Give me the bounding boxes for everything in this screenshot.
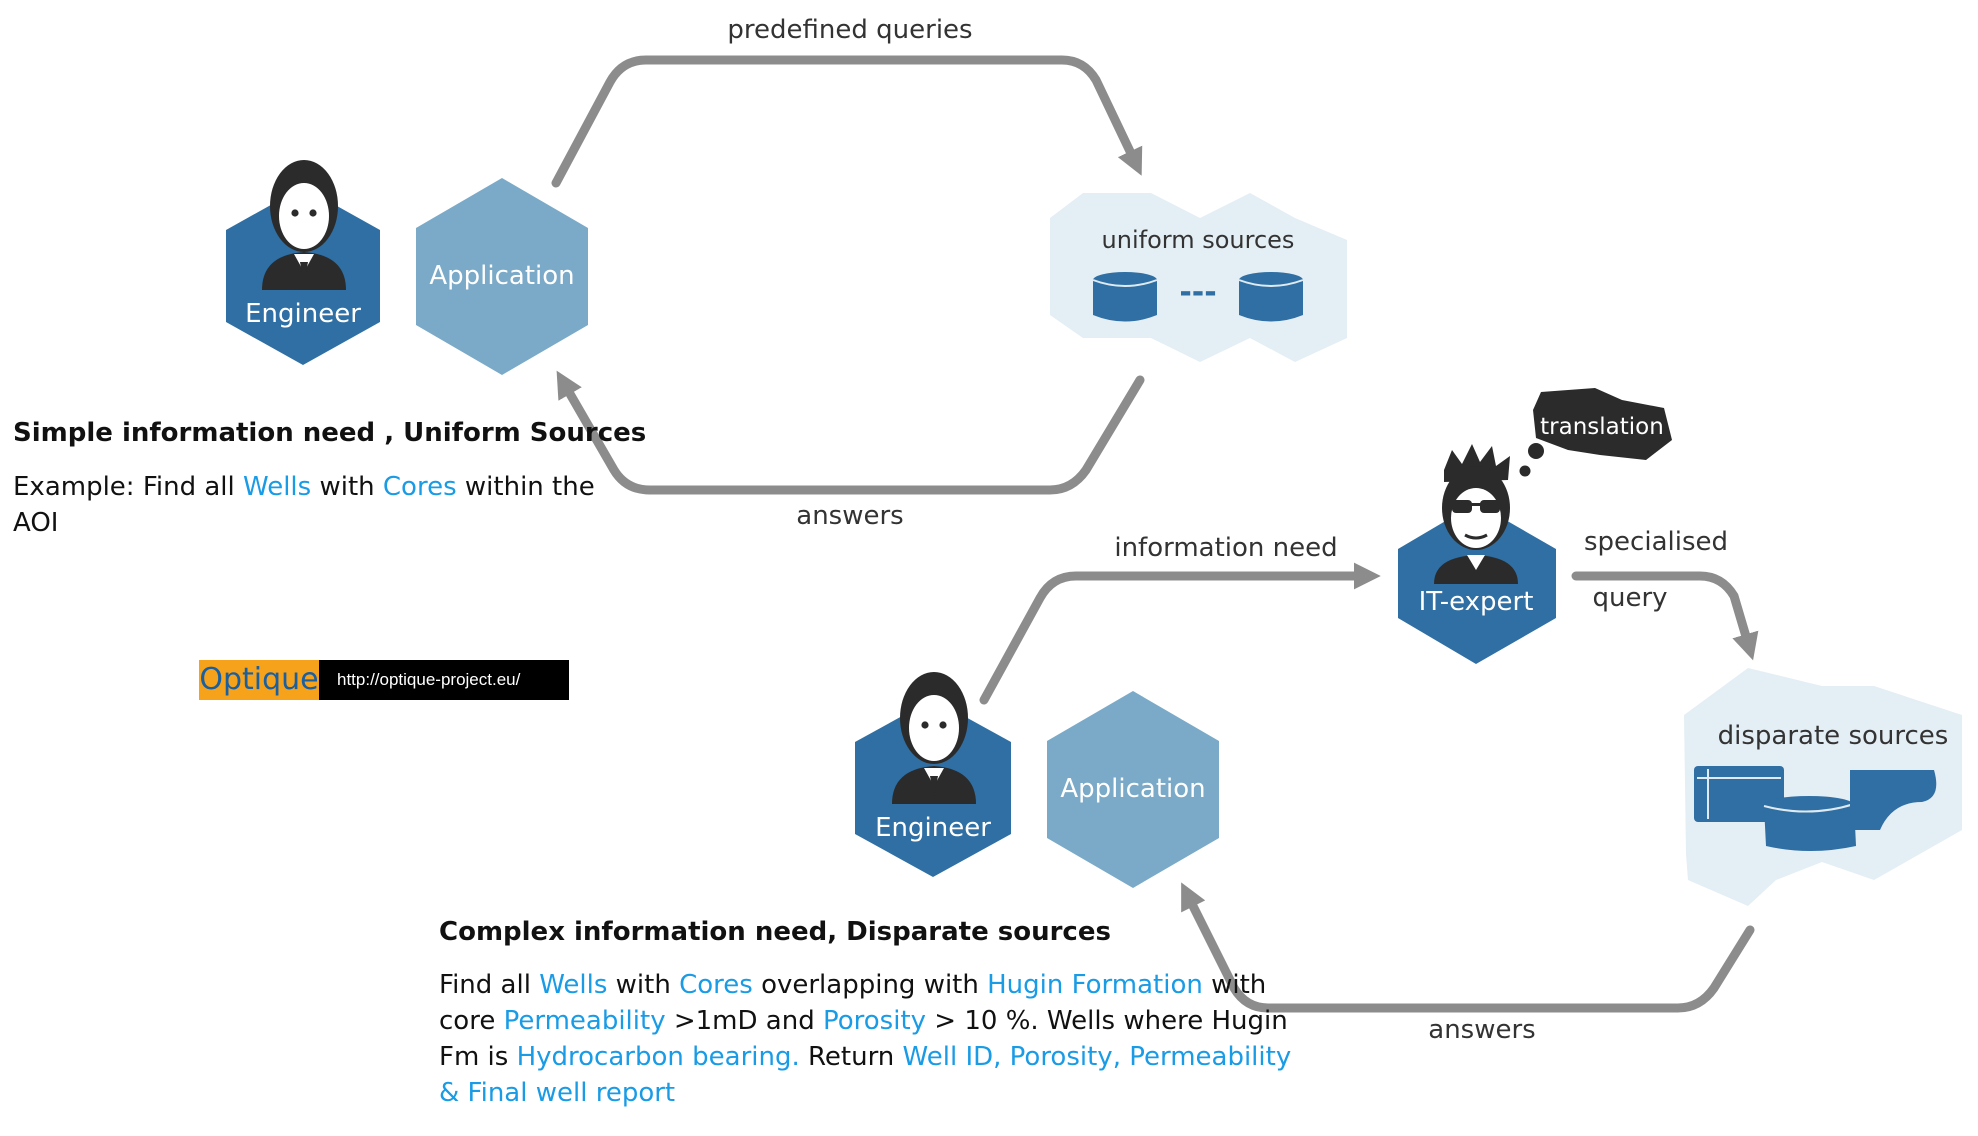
- highlight-term: Permeability: [503, 1006, 666, 1036]
- top-answers-arrow: [556, 370, 1145, 495]
- top-application-hexagon: Application: [416, 178, 588, 375]
- database-icon-right: [1238, 272, 1304, 322]
- bottom-engineer-hexagon: Engineer: [855, 672, 1011, 877]
- simple-text: AOI: [13, 508, 59, 538]
- specialised-query-arrow: [1571, 571, 1759, 661]
- top-engineer-hexagon: Engineer: [226, 160, 380, 365]
- database-icon-left: [1092, 272, 1158, 322]
- specialised-label: specialised: [1584, 527, 1728, 557]
- complex-example: Find all Wells with Cores overlapping wi…: [439, 967, 1291, 1111]
- engineer-person-icon: [892, 672, 976, 804]
- document-icon: [1850, 770, 1937, 830]
- highlight-term: Porosity: [822, 1006, 927, 1036]
- highlight-term: Wells: [243, 472, 312, 502]
- complex-text: Find all: [439, 970, 540, 1000]
- complex-heading: Complex information need, Disparate sour…: [439, 917, 1111, 947]
- highlight-term: & Final well report: [439, 1078, 676, 1108]
- translation-label: translation: [1540, 414, 1664, 440]
- top-application-label: Application: [429, 261, 574, 291]
- information-need-label: information need: [1114, 533, 1337, 563]
- uniform-sources-label: uniform sources: [1102, 226, 1295, 254]
- simple-example: Example: Find all Wells with Cores withi…: [13, 469, 595, 541]
- translation-thought-bubble: translation: [1519, 388, 1672, 477]
- simple-text: Example: Find all: [13, 472, 244, 502]
- top-answers-label: answers: [796, 501, 903, 531]
- complex-text: >1mD and: [665, 1006, 823, 1036]
- bottom-answers-label: answers: [1428, 1015, 1535, 1045]
- optique-logo[interactable]: Optique http://optique-project.eu/: [199, 660, 569, 700]
- table-icon: [1694, 766, 1784, 822]
- simple-text: within the: [456, 472, 595, 502]
- bottom-answers-arrow: [1181, 882, 1755, 1013]
- predefined-queries-arrow: [551, 55, 1143, 188]
- sources-ellipsis: ---: [1179, 275, 1216, 310]
- database-icon: [1763, 796, 1856, 851]
- optique-word: Optique: [199, 660, 319, 700]
- bottom-engineer-label: Engineer: [875, 813, 991, 843]
- disparate-sources-label: disparate sources: [1718, 721, 1949, 751]
- it-expert-hexagon: IT-expert: [1398, 444, 1556, 664]
- complex-text: Return: [799, 1042, 903, 1072]
- complex-text: core: [439, 1006, 504, 1036]
- complex-text: with: [607, 970, 680, 1000]
- top-engineer-label: Engineer: [245, 299, 361, 329]
- simple-text: with: [311, 472, 383, 502]
- highlight-term: Well ID, Porosity, Permeability: [902, 1042, 1292, 1072]
- highlight-term: Wells: [539, 970, 608, 1000]
- complex-text: > 10 %. Wells where Hugin: [926, 1006, 1288, 1036]
- information-need-arrow: [979, 562, 1381, 705]
- uniform-sources-hexagon: uniform sources ---: [1050, 193, 1347, 362]
- it-expert-label: IT-expert: [1419, 587, 1534, 617]
- optique-url-link[interactable]: http://optique-project.eu/: [319, 660, 569, 700]
- simple-heading: Simple information need , Uniform Source…: [13, 418, 647, 448]
- complex-text: overlapping with: [752, 970, 988, 1000]
- query-label: query: [1592, 583, 1667, 613]
- highlight-term: Hugin Formation: [987, 970, 1203, 1000]
- bottom-application-hexagon: Application: [1047, 691, 1219, 888]
- complex-text: Fm is: [439, 1042, 517, 1072]
- predefined-queries-label: predefined queries: [727, 15, 972, 45]
- highlight-term: Cores: [382, 472, 457, 502]
- disparate-sources-hexagon: disparate sources: [1684, 668, 1962, 906]
- highlight-term: Cores: [679, 970, 753, 1000]
- bottom-application-label: Application: [1060, 774, 1205, 804]
- highlight-term: Hydrocarbon bearing.: [516, 1042, 800, 1072]
- complex-text: with: [1202, 970, 1267, 1000]
- it-expert-person-icon: [1434, 444, 1518, 584]
- engineer-person-icon: [262, 160, 346, 290]
